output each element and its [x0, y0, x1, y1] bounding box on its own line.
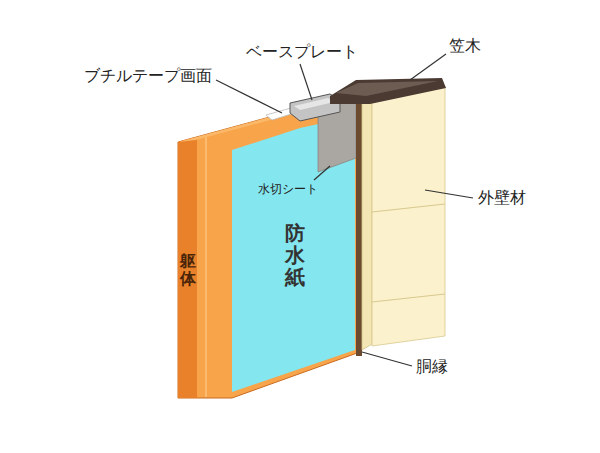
- coping: [330, 78, 446, 104]
- furring-strip: [356, 100, 362, 356]
- part-label: 笠木: [449, 36, 481, 55]
- exterior-wall-edge: [362, 94, 372, 350]
- structure-edge: [205, 136, 207, 397]
- exterior-wall: [372, 86, 445, 346]
- base-plate-face: [294, 98, 334, 110]
- leader-line: [300, 64, 312, 100]
- structure-cut-face: [178, 137, 197, 398]
- wall-joint: [372, 204, 445, 212]
- part-label: ブチルテープ画面: [84, 66, 212, 85]
- structure-label-box: 躯体: [178, 142, 197, 398]
- vertical-node-text: 躯体: [180, 252, 196, 287]
- part-label: 外壁材: [478, 188, 526, 207]
- leader-line: [362, 352, 412, 366]
- part-label: 胴縁: [416, 357, 448, 376]
- wall-joint: [372, 294, 445, 302]
- leader-line: [314, 166, 330, 180]
- leader-line: [216, 80, 282, 113]
- coping-top: [336, 81, 438, 96]
- vertical-node-text: 防水紙: [285, 222, 305, 288]
- leader-line: [410, 54, 446, 80]
- part-label: ベースプレート: [246, 42, 358, 61]
- part-label: 水切シート: [258, 182, 318, 196]
- leader-line: [425, 190, 473, 198]
- leader-lines: [216, 54, 473, 366]
